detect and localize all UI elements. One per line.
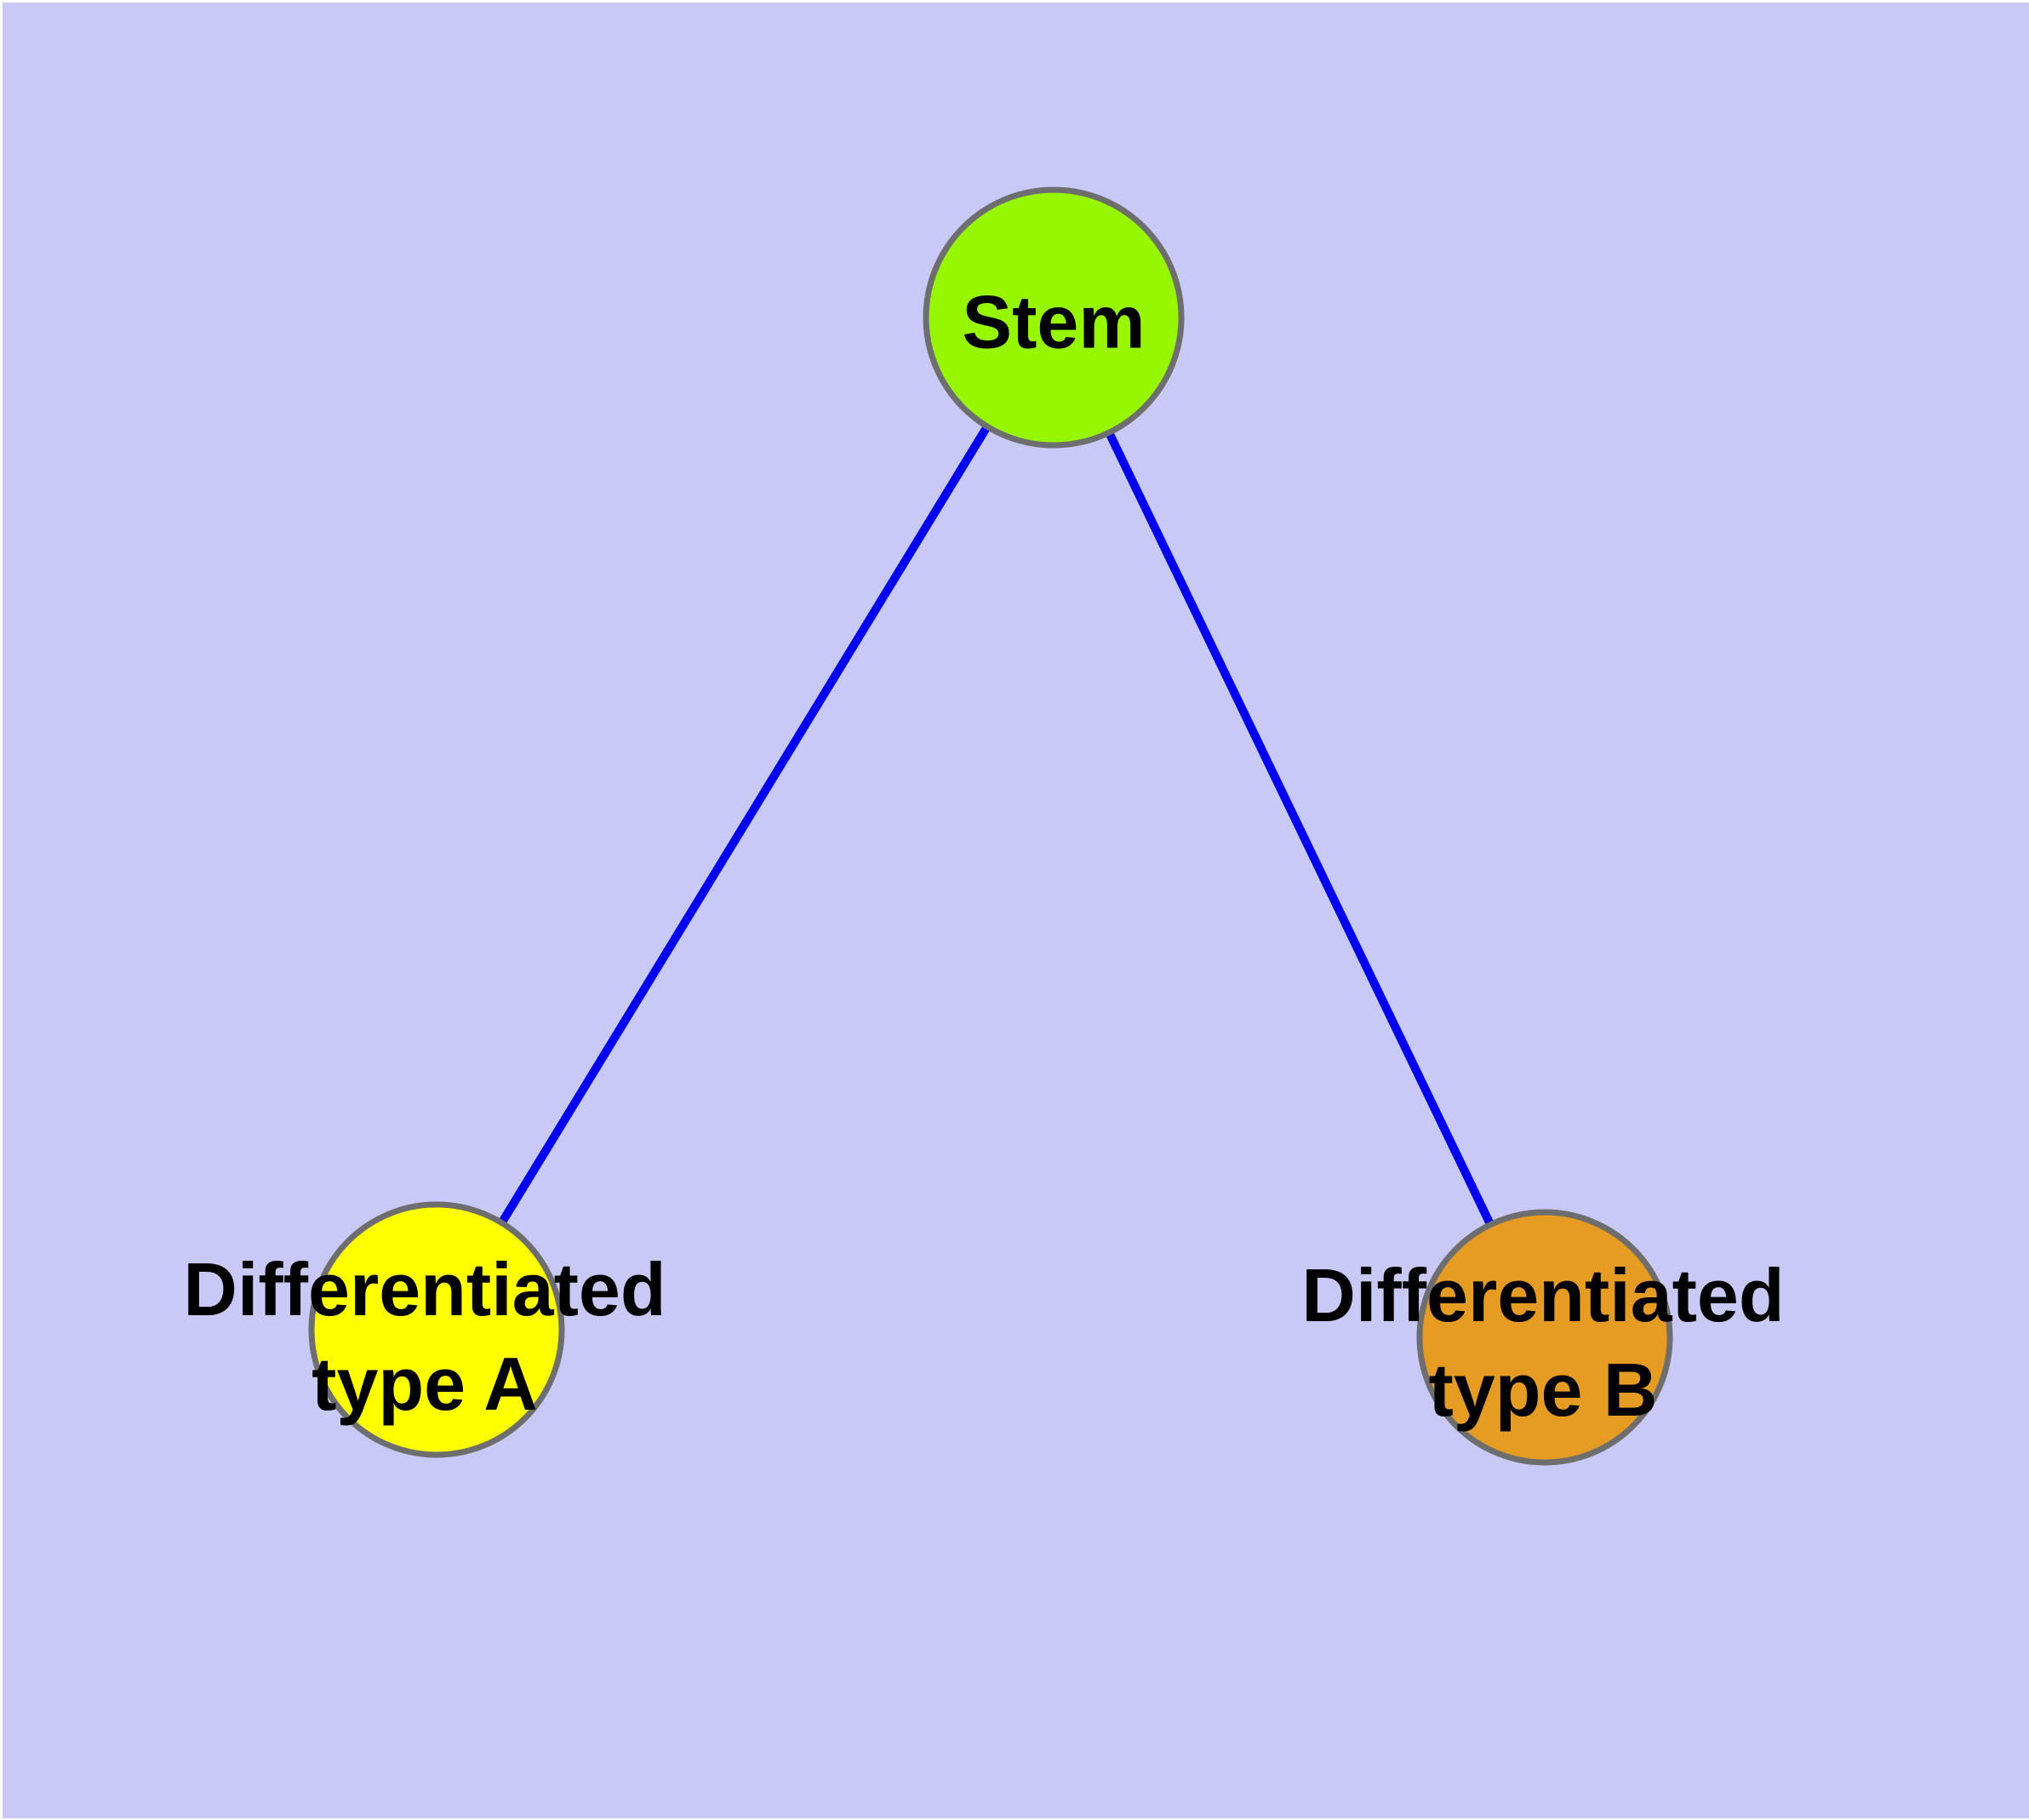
node-stem-label: Stem [962, 279, 1146, 364]
node-type-b-circle [1416, 1209, 1673, 1466]
edge-stem-to-type-a [432, 315, 1058, 1332]
edge-stem-to-type-b [1049, 315, 1549, 1340]
node-stem-circle [923, 186, 1185, 449]
node-type-a-label: Differentiated type A [183, 1247, 666, 1426]
node-type-b-label: Differentiated type B [1301, 1253, 1785, 1432]
node-type-a-circle [308, 1201, 565, 1458]
